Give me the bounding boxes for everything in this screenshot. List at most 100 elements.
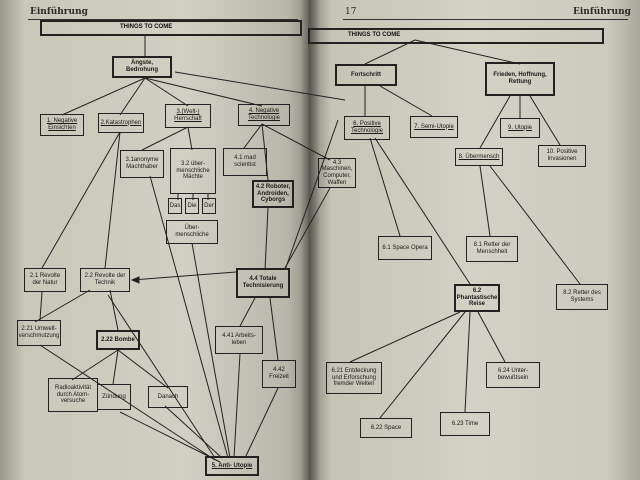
connector-n3-n31 bbox=[141, 126, 189, 151]
connector-n222-zund bbox=[112, 349, 119, 385]
node-anonyme-machthaber: 3.1anonyme Machthaber bbox=[120, 150, 164, 178]
connector-n221-n5 bbox=[39, 344, 216, 461]
node-danach: Danach bbox=[148, 386, 188, 408]
connector-n222-rad bbox=[71, 349, 119, 381]
book-gutter bbox=[300, 0, 320, 480]
node-umweltverschmutzung: 2.21 Umwelt-verschmutzung bbox=[17, 320, 61, 346]
connector-n44-n22 bbox=[131, 271, 237, 281]
node-entdeckung: 6.21 Entdeckung und Erforschung fremder … bbox=[326, 362, 382, 394]
left-header-rule bbox=[28, 19, 298, 20]
connector-uber-n5 bbox=[191, 242, 231, 459]
connector-angste-n4 bbox=[144, 77, 263, 107]
node-phantastische-reise: 6.2 Phantastische Reise bbox=[454, 284, 500, 312]
node-unterbewusstsein: 6.24 Unter-bewußtsein bbox=[486, 362, 540, 388]
node-maschinen: 4.3 Maschinen, Computer, Waffen bbox=[318, 158, 356, 188]
connector-n3-n32 bbox=[187, 126, 193, 151]
connector-frieden-n8 bbox=[479, 95, 511, 149]
node-positive-invasionen: 10. Positive Invasionen bbox=[538, 145, 586, 167]
connector-angste-n3 bbox=[144, 77, 189, 107]
connector-n2-n22 bbox=[104, 131, 121, 269]
node-freizeit: 4.42 Freizeit bbox=[262, 360, 296, 388]
node-negative-einsichten: 1. Negative Einsichten bbox=[40, 114, 84, 136]
connector-danach-n5 bbox=[164, 405, 223, 459]
connector-n62-n623 bbox=[464, 311, 471, 413]
node-retter-systems: 8.2 Retter des Systems bbox=[556, 284, 608, 310]
node-bombe: 2.22 Bombe bbox=[96, 330, 140, 350]
connector-banner-frieden bbox=[414, 39, 521, 65]
connector-angste-n1 bbox=[61, 77, 146, 116]
connector-n222-danach bbox=[117, 349, 169, 389]
connector-angste-n2 bbox=[119, 77, 146, 116]
node-zuendung: Zündung bbox=[97, 384, 131, 410]
left-banner: THINGS TO COME bbox=[40, 20, 302, 36]
node-fortschritt: Fortschritt bbox=[335, 64, 397, 86]
node-weltherrschaft: 3.(Welt-) Herrschaft bbox=[165, 104, 211, 128]
node-katastrophen: 2.Katastrophen bbox=[98, 113, 144, 133]
connector-n22-n222 bbox=[109, 289, 119, 331]
connector-n44-n441 bbox=[239, 297, 256, 327]
node-negative-technologie: 4. Negative Technologie bbox=[238, 104, 290, 126]
node-semi-utopie: 7. Semi-Utopie bbox=[410, 116, 458, 138]
connector-n441-n5 bbox=[233, 353, 241, 459]
right-banner: THINGS TO COME bbox=[308, 28, 604, 44]
node-arbeitsleben: 4.41 Arbeits-leben bbox=[215, 326, 263, 354]
node-positive-technologie: 6. Positive Technologie bbox=[344, 116, 390, 140]
connector-n6-n44 bbox=[284, 119, 339, 271]
right-banner-title: THINGS TO COME bbox=[348, 32, 401, 38]
right-running-header: Einführung bbox=[573, 7, 631, 17]
node-space: 6.22 Space bbox=[360, 418, 412, 438]
arrowhead-to-n22 bbox=[130, 276, 140, 284]
node-totale-technisierung: 4.4 Totale Technisierung bbox=[236, 268, 290, 298]
connector-n42-n44 bbox=[264, 207, 269, 271]
connector-frieden-n10 bbox=[529, 95, 561, 146]
connector-n8-n82 bbox=[489, 165, 581, 285]
connector-fort-n7 bbox=[379, 85, 433, 117]
connector-n2-n21 bbox=[41, 131, 121, 269]
connector-n22-n5 bbox=[107, 294, 216, 459]
connector-n62-n621 bbox=[349, 311, 461, 363]
left-banner-title: THINGS TO COME bbox=[120, 24, 173, 30]
connector-n8-n81 bbox=[479, 165, 491, 237]
node-frieden: Frieden, Hoffnung, Rettung bbox=[485, 62, 555, 96]
connector-n31-n5 bbox=[149, 175, 229, 459]
node-der: Der bbox=[202, 198, 216, 214]
connector-n22-n221 bbox=[34, 289, 91, 323]
connector-n43-n44 bbox=[284, 187, 331, 269]
connector-n442-n5 bbox=[244, 387, 279, 459]
node-revolte-technik: 2.2 Revolte der Technik bbox=[80, 268, 130, 292]
connector-n4-n42 bbox=[261, 123, 269, 181]
left-running-header: Einführung bbox=[30, 7, 88, 17]
node-mad-scientist: 4.1 mad scientist bbox=[223, 148, 267, 176]
node-uebermenschliche: Über-menschliche bbox=[166, 220, 218, 244]
node-uebermenschliche-maechte: 3.2 über-menschliche Mächte bbox=[170, 148, 216, 194]
node-die: Die bbox=[185, 198, 199, 214]
node-das: Das bbox=[168, 198, 182, 214]
connector-rad-n5 bbox=[119, 411, 221, 463]
page-number: 17 bbox=[345, 7, 357, 17]
connector-n4-n41 bbox=[243, 123, 263, 149]
connector-n6-n61 bbox=[369, 137, 401, 237]
connector-n4-n43 bbox=[261, 123, 331, 161]
node-radioaktivitaet: Radioaktivität durch Atom-versuche bbox=[48, 378, 98, 412]
right-header-rule bbox=[343, 19, 628, 20]
connector-n62-n624 bbox=[477, 311, 506, 363]
connector-n21-n221 bbox=[39, 291, 43, 321]
node-retter-menschheit: 8.1 Retter der Menschheit bbox=[466, 236, 518, 262]
node-space-opera: 6.1 Space Opera bbox=[378, 236, 432, 260]
left-page: Einführung bbox=[0, 0, 312, 480]
right-page: 17 Einführung bbox=[308, 0, 640, 480]
connector-n44-n442 bbox=[269, 297, 279, 361]
node-anti-utopie: 5. Anti- Utopie bbox=[205, 456, 259, 476]
connector-n62-n622 bbox=[379, 311, 466, 419]
node-roboter: 4.2 Roboter, Androiden, Cyborgs bbox=[252, 180, 294, 208]
node-time: 6.23 Time bbox=[440, 412, 490, 436]
connector-n6-n62 bbox=[374, 137, 471, 285]
node-revolte-natur: 2.1 Revolte der Natur bbox=[24, 268, 66, 292]
node-angste: Ängste, Bedrohung bbox=[112, 56, 172, 78]
connector-banner-fort bbox=[364, 39, 416, 65]
node-utopie: 9. Utopie bbox=[500, 118, 540, 138]
node-uebermensch: 8. Übermensch bbox=[455, 148, 503, 166]
connector-angste-fort bbox=[174, 71, 346, 101]
